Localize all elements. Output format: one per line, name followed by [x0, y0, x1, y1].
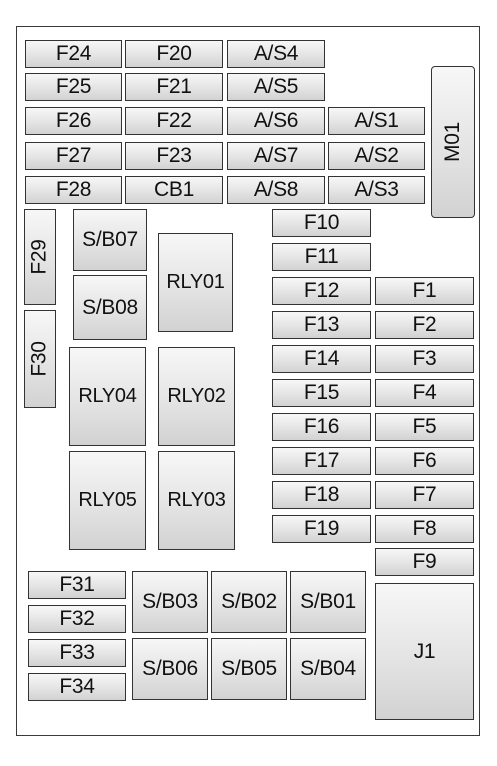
fuse-f21: F21 — [125, 73, 223, 101]
fuse-as3: A/S3 — [328, 176, 425, 204]
fuse-sb08: S/B08 — [73, 275, 147, 340]
fuse-f17: F17 — [272, 447, 371, 475]
connector-j1: J1 — [375, 583, 474, 720]
fuse-as8: A/S8 — [227, 176, 325, 204]
fuse-f14: F14 — [272, 345, 371, 373]
fuse-f10: F10 — [272, 209, 371, 237]
fuse-f9: F9 — [375, 548, 474, 576]
fuse-f22: F22 — [125, 107, 223, 135]
fuse-f2: F2 — [375, 311, 474, 339]
fuse-sb03: S/B03 — [132, 571, 208, 633]
fuse-as4: A/S4 — [227, 40, 325, 68]
fuse-sb05: S/B05 — [211, 638, 287, 700]
fuse-f20: F20 — [125, 40, 223, 68]
fuse-as2: A/S2 — [328, 142, 425, 170]
fuse-as5: A/S5 — [227, 73, 325, 101]
fuse-f24: F24 — [25, 40, 122, 68]
fuse-f18: F18 — [272, 481, 371, 509]
fuse-f8: F8 — [375, 515, 474, 543]
fuse-f33: F33 — [28, 639, 126, 667]
fuse-f26: F26 — [25, 107, 122, 135]
fuse-f6: F6 — [375, 447, 474, 475]
relay-rly03: RLY03 — [158, 451, 235, 550]
relay-rly04: RLY04 — [69, 347, 146, 446]
fuse-f13: F13 — [272, 311, 371, 339]
fuse-f1: F1 — [375, 277, 474, 305]
fuse-f15: F15 — [272, 379, 371, 407]
fuse-f27: F27 — [25, 142, 122, 170]
fuse-as7: A/S7 — [227, 142, 325, 170]
fuse-f29: F29 — [24, 209, 56, 305]
fuse-f31: F31 — [28, 571, 126, 599]
fuse-sb01: S/B01 — [290, 571, 366, 633]
fuse-f28: F28 — [25, 176, 122, 204]
fuse-f3: F3 — [375, 345, 474, 373]
fuse-sb04: S/B04 — [290, 638, 366, 700]
fuse-f7: F7 — [375, 481, 474, 509]
fuse-f34: F34 — [28, 673, 126, 701]
fuse-as6: A/S6 — [227, 107, 325, 135]
relay-rly05: RLY05 — [69, 451, 146, 550]
fuse-f23: F23 — [125, 142, 223, 170]
circuit-breaker-cb1: CB1 — [125, 176, 223, 204]
fuse-f4: F4 — [375, 379, 474, 407]
fuse-as1: A/S1 — [328, 107, 425, 135]
fuse-f19: F19 — [272, 515, 371, 543]
relay-rly02: RLY02 — [158, 347, 235, 446]
relay-rly01: RLY01 — [158, 233, 233, 332]
fuse-f5: F5 — [375, 413, 474, 441]
fuse-f32: F32 — [28, 605, 126, 633]
fuse-f11: F11 — [272, 243, 371, 271]
fuse-f12: F12 — [272, 277, 371, 305]
fuse-f30: F30 — [24, 310, 56, 408]
fuse-sb07: S/B07 — [73, 209, 147, 271]
module-m01: M01 — [431, 66, 475, 218]
fuse-sb02: S/B02 — [211, 571, 287, 633]
fuse-f25: F25 — [25, 73, 122, 101]
fuse-sb06: S/B06 — [132, 638, 208, 700]
fuse-f16: F16 — [272, 413, 371, 441]
